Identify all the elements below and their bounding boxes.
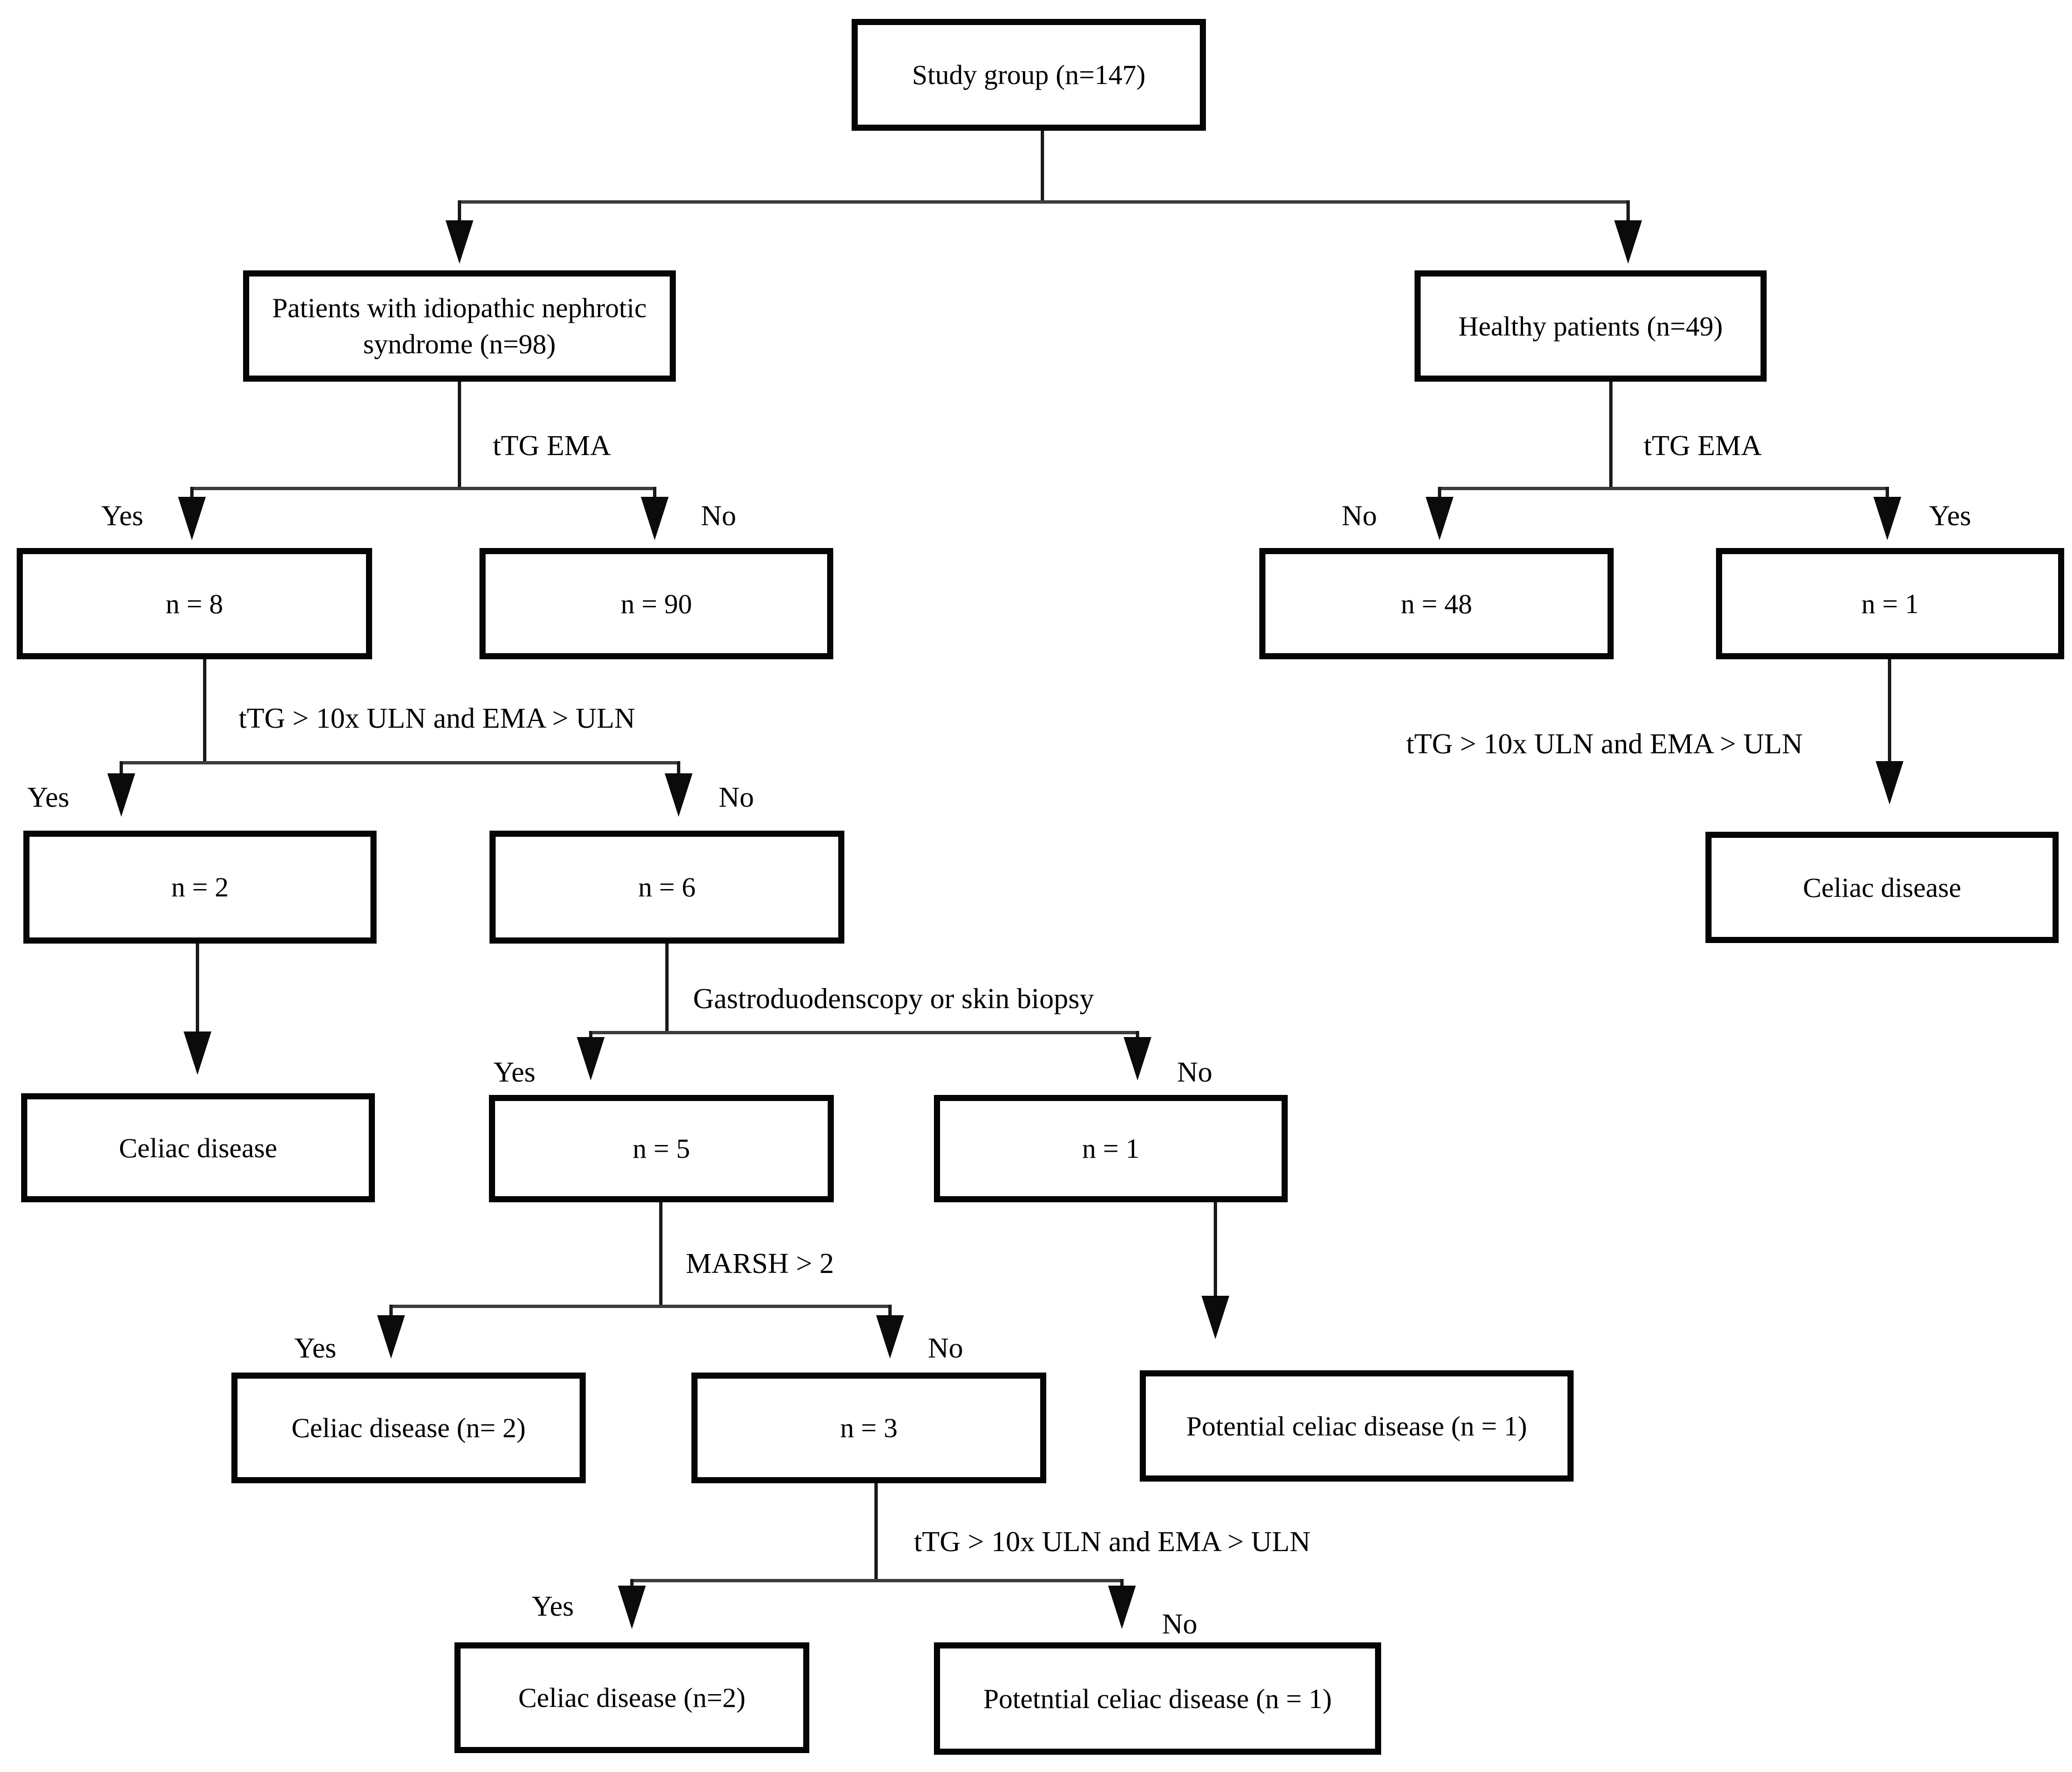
connector-n3-stem xyxy=(874,1483,878,1580)
connector-gastro-branch xyxy=(591,1031,1139,1034)
node-celiac-disease-right: Celiac disease xyxy=(1705,832,2059,943)
connector-ttg10-left-branch xyxy=(121,761,680,764)
branch-label-no: No xyxy=(928,1332,963,1364)
node-n1-right: n = 1 xyxy=(1716,548,2064,659)
branch-label-yes: Yes xyxy=(1929,500,1971,532)
node-n8: n = 8 xyxy=(17,548,372,659)
node-potetntial-celiac-disease-bottom: Potetntial celiac disease (n = 1) xyxy=(934,1642,1381,1755)
node-n90: n = 90 xyxy=(479,548,833,659)
connector-n2-arrow xyxy=(196,944,199,1038)
branch-label-yes: Yes xyxy=(27,782,70,813)
edge-label-ttg-ema-left: tTG EMA xyxy=(493,430,611,462)
branch-label-no: No xyxy=(1162,1608,1198,1640)
connector-stub xyxy=(120,761,123,778)
edge-label-gastroduodenscopy: Gastroduodenscopy or skin biopsy xyxy=(693,983,1094,1015)
edge-label-ttg-ema-right: tTG EMA xyxy=(1644,430,1762,462)
edge-label-marsh: MARSH > 2 xyxy=(686,1248,834,1280)
arrowhead-down-icon xyxy=(107,773,135,817)
node-celiac-disease-n2: Celiac disease (n= 2) xyxy=(231,1373,586,1483)
branch-label-yes: Yes xyxy=(294,1332,337,1364)
arrowhead-down-icon xyxy=(1426,497,1453,540)
arrowhead-down-icon xyxy=(1124,1037,1151,1080)
arrowhead-down-icon xyxy=(377,1315,405,1359)
arrowhead-down-icon xyxy=(577,1037,605,1080)
connector-study-stem xyxy=(1041,131,1044,201)
arrowhead-down-icon xyxy=(1873,497,1901,540)
connector-top-branch xyxy=(459,200,1629,204)
connector-stub xyxy=(653,487,656,502)
connector-stub xyxy=(888,1305,892,1319)
branch-label-no: No xyxy=(701,500,736,532)
node-n6: n = 6 xyxy=(489,831,844,944)
arrowhead-down-icon xyxy=(1876,761,1903,804)
node-n3: n = 3 xyxy=(691,1373,1046,1483)
arrowhead-down-icon xyxy=(618,1586,646,1629)
arrowhead-down-icon xyxy=(641,497,669,540)
connector-top-right-stub xyxy=(1626,200,1630,225)
arrowhead-down-icon xyxy=(178,497,206,540)
connector-top-left-stub xyxy=(458,200,461,225)
arrowhead-down-icon xyxy=(446,220,473,264)
connector-ins-stem xyxy=(458,382,461,488)
edge-label-ttg10-left: tTG > 10x ULN and EMA > ULN xyxy=(239,703,635,734)
connector-ttg-ema-right-branch xyxy=(1440,487,1889,490)
connector-n1-right-arrow xyxy=(1888,659,1891,768)
connector-stub xyxy=(1120,1579,1124,1590)
node-n48: n = 48 xyxy=(1259,548,1614,659)
node-idiopathic-nephrotic-syndrome: Patients with idiopathic nephrotic syndr… xyxy=(243,270,676,382)
edge-label-ttg10-right: tTG > 10x ULN and EMA > ULN xyxy=(1406,728,1803,760)
connector-ttg-ema-left-branch xyxy=(192,487,656,490)
connector-stub xyxy=(1438,487,1441,502)
arrowhead-down-icon xyxy=(184,1031,211,1075)
connector-n1-mid-arrow xyxy=(1214,1202,1217,1302)
node-n2: n = 2 xyxy=(23,831,377,944)
connector-marsh-branch xyxy=(391,1305,892,1308)
connector-stub xyxy=(1886,487,1889,502)
connector-n5-stem xyxy=(659,1202,662,1306)
connector-healthy-stem xyxy=(1609,382,1613,488)
branch-label-yes: Yes xyxy=(101,500,144,532)
arrowhead-down-icon xyxy=(1108,1586,1136,1629)
arrowhead-down-icon xyxy=(876,1315,904,1359)
branch-label-no: No xyxy=(1177,1057,1213,1088)
arrowhead-down-icon xyxy=(1201,1296,1229,1339)
node-study-group: Study group (n=147) xyxy=(852,19,1206,131)
node-n5: n = 5 xyxy=(489,1095,834,1202)
node-n1-mid: n = 1 xyxy=(934,1095,1288,1202)
connector-stub xyxy=(190,487,194,502)
branch-label-no: No xyxy=(719,782,754,813)
edge-label-ttg10-bottom: tTG > 10x ULN and EMA > ULN xyxy=(914,1526,1311,1558)
arrowhead-down-icon xyxy=(1614,220,1642,264)
arrowhead-down-icon xyxy=(665,773,693,817)
branch-label-yes: Yes xyxy=(532,1591,574,1622)
connector-n8-stem xyxy=(203,659,206,762)
branch-label-yes: Yes xyxy=(493,1057,536,1088)
branch-label-no: No xyxy=(1342,500,1377,532)
node-potential-celiac-disease: Potential celiac disease (n = 1) xyxy=(1140,1370,1574,1482)
node-celiac-disease-n2-bottom: Celiac disease (n=2) xyxy=(454,1642,809,1753)
node-celiac-disease-left: Celiac disease xyxy=(21,1093,375,1202)
connector-stub xyxy=(389,1305,393,1319)
connector-n6-stem xyxy=(665,944,669,1032)
connector-stub xyxy=(630,1579,634,1590)
connector-stub xyxy=(677,761,680,778)
node-healthy-patients: Healthy patients (n=49) xyxy=(1415,270,1767,382)
connector-ttg10-bottom-branch xyxy=(632,1579,1124,1582)
